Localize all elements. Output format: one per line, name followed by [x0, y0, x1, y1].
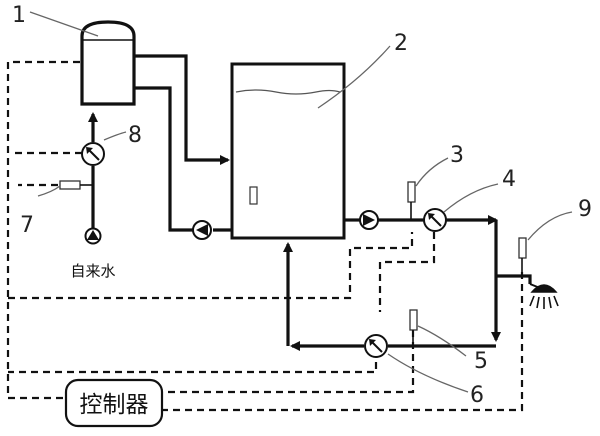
- sensor-9: [518, 237, 527, 259]
- pump-4: [423, 208, 447, 232]
- heater-tank: [80, 20, 136, 106]
- label-9: 9: [578, 197, 592, 222]
- controller-box: 控制器: [64, 378, 164, 428]
- pipes: [88, 54, 532, 351]
- signal-lines: [6, 60, 524, 412]
- signal-line-sensor9: [162, 272, 524, 412]
- pump-tap: [84, 227, 102, 245]
- tank-sensor: [249, 186, 258, 205]
- label-3: 3: [450, 143, 464, 168]
- storage-tank: [230, 62, 346, 240]
- pipe-heater-to-tank: [134, 54, 230, 165]
- shower-head-icon: [529, 283, 559, 309]
- number-labels: 1 2 3 4 5 6 7 8 9: [12, 3, 592, 408]
- pipe-shower-branch: [496, 274, 532, 284]
- signal-line-heater: [6, 60, 80, 400]
- label-7: 7: [20, 213, 34, 238]
- pump-8: [81, 142, 105, 166]
- label-8: 8: [128, 123, 142, 148]
- signal-line-pump6: [8, 362, 378, 374]
- signal-line-sensor3: [8, 232, 414, 300]
- sensor-7: [59, 180, 81, 190]
- label-1: 1: [12, 3, 26, 28]
- tap-water-label: 自来水: [70, 262, 115, 280]
- sensor-5: [409, 309, 418, 331]
- signal-line-pump4: [378, 232, 436, 312]
- leader-lines: [29, 11, 573, 393]
- sensor-3: [407, 181, 416, 203]
- pump-return: [192, 220, 212, 240]
- label-5: 5: [474, 349, 488, 374]
- pump-6: [364, 334, 388, 358]
- label-6: 6: [470, 383, 484, 408]
- signal-line-sensor5: [162, 330, 415, 394]
- label-2: 2: [394, 31, 408, 56]
- pump-outlet: [359, 210, 379, 230]
- label-4: 4: [502, 167, 516, 192]
- controller-label: 控制器: [80, 392, 149, 418]
- pipe-return-left: [134, 86, 193, 232]
